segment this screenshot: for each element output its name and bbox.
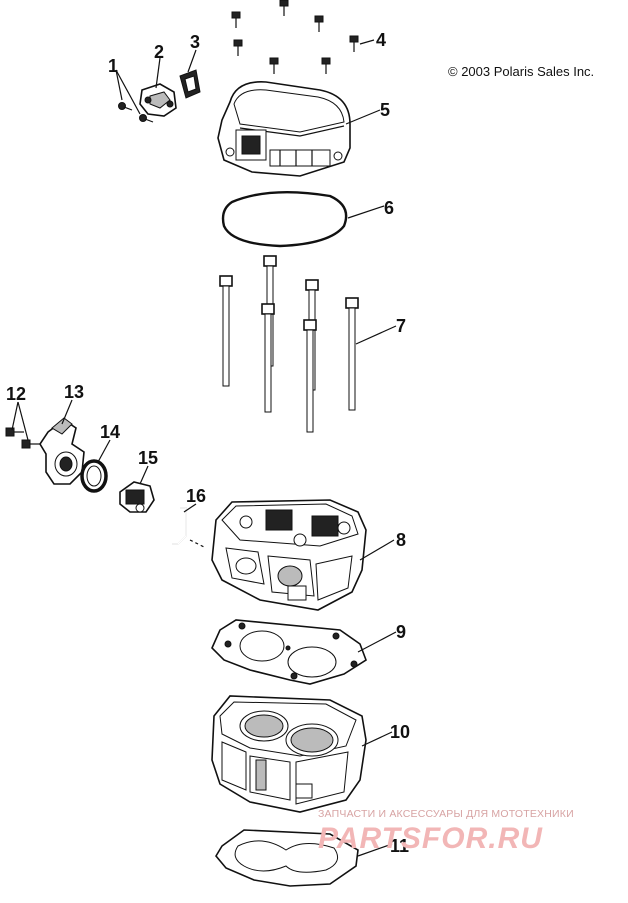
head-gasket[interactable]	[211, 619, 367, 685]
callout-3: 3	[190, 32, 200, 52]
callout-14: 14	[100, 422, 120, 442]
callout-2: 2	[154, 42, 164, 62]
thermostat-seal[interactable]	[80, 459, 108, 493]
callout-9: 9	[396, 622, 406, 642]
callout-labels: 1 2 3 4 5 6 7 8 9 10 11 12 13 14 15 16	[6, 30, 410, 856]
thermostat-housing[interactable]	[39, 417, 85, 485]
head-bolts[interactable]	[219, 255, 359, 433]
callout-13: 13	[64, 382, 84, 402]
breather-seal[interactable]	[179, 69, 201, 99]
cylinder[interactable]	[211, 695, 367, 813]
callout-5: 5	[380, 100, 390, 120]
callout-4: 4	[376, 30, 386, 50]
callout-1: 1	[108, 56, 118, 76]
breather-housing[interactable]	[139, 83, 177, 117]
callout-8: 8	[396, 530, 406, 550]
leader-lines	[11, 39, 397, 857]
callout-11: 11	[390, 836, 409, 856]
callout-15: 15	[138, 448, 158, 468]
thermostat-housing-screws[interactable]	[5, 427, 40, 449]
callout-16: 16	[186, 486, 206, 506]
breather-screws[interactable]	[118, 102, 154, 123]
watermark-subtitle: ЗАПЧАСТИ И АКСЕССУАРЫ ДЛЯ МОТОТЕХНИКИ	[318, 808, 574, 820]
callout-10: 10	[390, 722, 410, 742]
copyright-notice: © 2003 Polaris Sales Inc.	[448, 64, 595, 79]
cylinder-head[interactable]	[211, 499, 367, 611]
watermark-logo: PARTSFOR.RU	[318, 822, 543, 855]
valve-cover-bolts[interactable]	[231, 0, 359, 74]
valve-cover[interactable]	[217, 81, 351, 177]
callout-12: 12	[6, 384, 26, 404]
base-gasket[interactable]	[215, 829, 359, 887]
thermostat[interactable]	[119, 481, 155, 513]
bypass-hose-fitting[interactable]	[172, 507, 207, 549]
callout-6: 6	[384, 198, 394, 218]
callout-7: 7	[396, 316, 406, 336]
valve-cover-gasket[interactable]	[221, 190, 348, 248]
